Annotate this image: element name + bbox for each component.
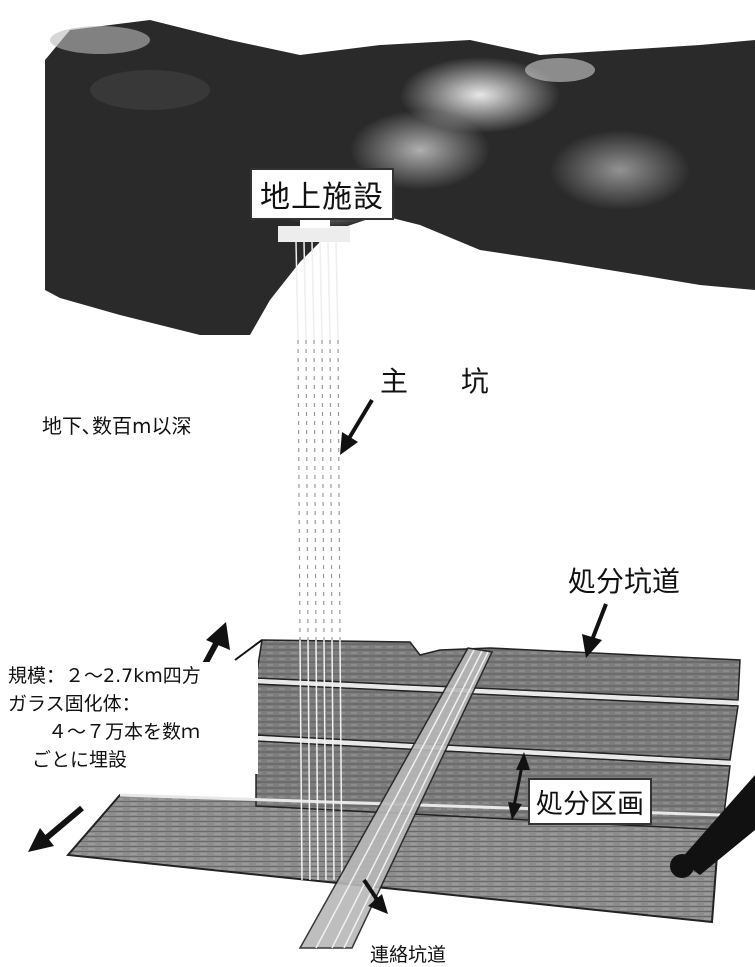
disposal-section-label: 処分区画 [528, 778, 652, 825]
surface-facility-label: 地上施設 [250, 168, 394, 220]
section-height-arrow [508, 752, 530, 820]
facility-spec-block: 規模：２～2.7km四方 ガラス固化体： ４～７万本を数ｍ ごとに埋設 [8, 662, 258, 774]
glass-heading: ガラス固化体： [8, 693, 141, 715]
depth-label: 地下､数百m以深 [42, 414, 192, 438]
main-shaft-underground [297, 339, 341, 641]
right-edge-pointer [670, 775, 755, 878]
main-shaft-label: 主 坑 [380, 365, 511, 398]
disposal-tunnel-arrow [582, 603, 608, 658]
scale-spec: 規模：２～2.7km四方 [8, 665, 201, 687]
scale-arrow-down [28, 805, 84, 852]
main-shaft [295, 241, 339, 341]
connecting-tunnel-label: 連絡坑道 [370, 944, 447, 966]
surface-facility-building [278, 220, 350, 242]
glass-burial: ごとに埋設 [32, 749, 128, 771]
main-shaft-arrow [340, 398, 374, 455]
ground-surface [45, 20, 755, 335]
connecting-tunnel [298, 647, 494, 949]
main-shaft-in-repository [299, 639, 343, 881]
glass-count: ４～７万本を数ｍ [48, 721, 201, 743]
disposal-tunnel-label: 処分坑道 [568, 565, 681, 598]
connecting-tunnel-arrow [362, 878, 388, 914]
